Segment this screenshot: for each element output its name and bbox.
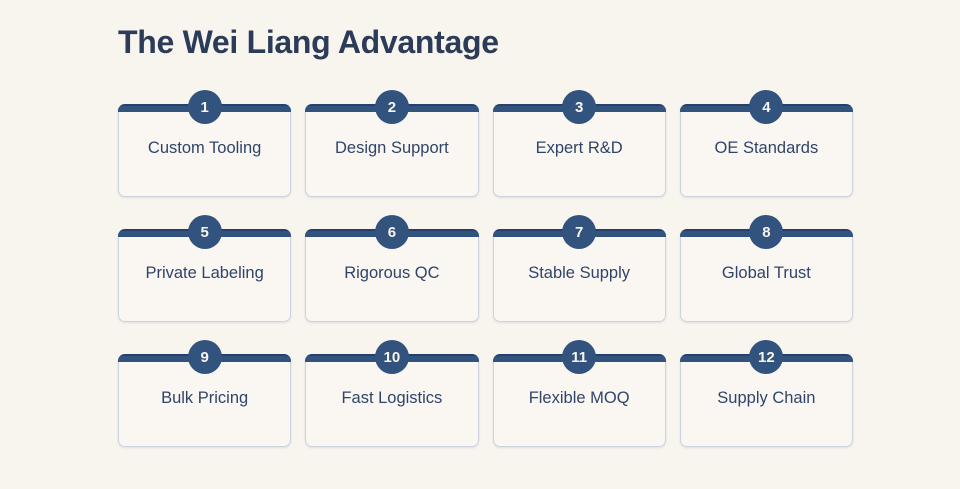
card-number-badge: 5 <box>187 215 222 249</box>
card-label: Stable Supply <box>528 264 631 282</box>
advantage-card: 12 Supply Chain <box>679 340 853 447</box>
card-label: Private Labeling <box>145 264 264 282</box>
advantage-card: 8 Global Trust <box>679 215 853 322</box>
advantage-grid: 1 Custom Tooling 2 Design Support 3 Expe… <box>118 90 853 447</box>
card-label: Expert R&D <box>535 139 623 157</box>
advantage-card: 4 OE Standards <box>679 90 853 197</box>
card-number-badge: 9 <box>187 340 222 374</box>
card-number-badge: 2 <box>374 90 409 124</box>
card-number-badge: 7 <box>562 215 597 249</box>
page-title: The Wei Liang Advantage <box>118 24 499 60</box>
advantage-card: 5 Private Labeling <box>118 215 292 322</box>
advantage-card: 9 Bulk Pricing <box>118 340 292 447</box>
card-label: Rigorous QC <box>344 264 440 282</box>
advantage-card: 6 Rigorous QC <box>305 215 479 322</box>
card-label: Custom Tooling <box>147 139 262 157</box>
card-label: Fast Logistics <box>341 389 443 407</box>
card-label: Bulk Pricing <box>161 389 249 407</box>
card-label: Supply Chain <box>717 389 816 407</box>
card-number-badge: 6 <box>374 215 409 249</box>
card-number-badge: 12 <box>749 340 784 374</box>
card-number-badge: 10 <box>374 340 409 374</box>
card-number-badge: 11 <box>562 340 597 374</box>
card-label: Global Trust <box>721 264 811 282</box>
advantage-card: 7 Stable Supply <box>492 215 666 322</box>
advantage-card: 3 Expert R&D <box>492 90 666 197</box>
card-number-badge: 1 <box>187 90 222 124</box>
card-label: OE Standards <box>714 139 819 157</box>
advantage-card: 2 Design Support <box>305 90 479 197</box>
card-number-badge: 8 <box>749 215 784 249</box>
advantage-card: 10 Fast Logistics <box>305 340 479 447</box>
advantage-card: 1 Custom Tooling <box>118 90 292 197</box>
card-label: Flexible MOQ <box>528 389 630 407</box>
card-label: Design Support <box>335 139 449 157</box>
advantage-card: 11 Flexible MOQ <box>492 340 666 447</box>
card-number-badge: 3 <box>562 90 597 124</box>
card-number-badge: 4 <box>749 90 784 124</box>
